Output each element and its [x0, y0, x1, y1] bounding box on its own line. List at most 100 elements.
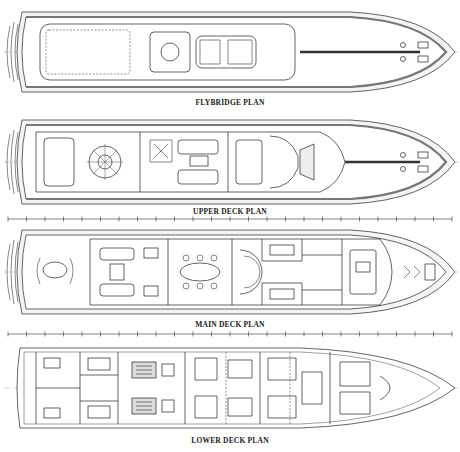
plan-stroke — [36, 375, 118, 401]
lower-deck-plan — [4, 348, 458, 428]
plan-stroke — [17, 12, 455, 92]
ruler-tick — [285, 217, 286, 222]
plan-stroke — [22, 235, 446, 309]
plan-stroke — [88, 358, 110, 370]
ruler-tick — [63, 217, 64, 222]
ruler-tick — [174, 217, 175, 222]
ruler-tick — [396, 217, 397, 222]
plan-stroke — [340, 362, 390, 414]
plan-stroke — [162, 400, 174, 412]
plan-stroke — [211, 283, 217, 289]
ruler-tick — [452, 332, 453, 337]
plan-stroke — [401, 167, 406, 172]
ruler-tick — [304, 332, 305, 337]
plan-stroke — [87, 144, 123, 180]
plan-stroke — [228, 132, 229, 192]
plan-stroke — [418, 56, 428, 62]
plan-stroke — [226, 352, 290, 424]
plan-stroke — [43, 262, 67, 278]
plan-stroke — [44, 358, 60, 368]
plan-stroke — [183, 255, 189, 261]
ruler-tick — [119, 332, 120, 337]
ruler-tick — [230, 217, 231, 222]
ruler-tick — [433, 217, 434, 222]
plan-stroke — [268, 358, 322, 418]
plan-stroke — [350, 250, 376, 294]
ruler-tick — [156, 332, 157, 337]
ruler-tick — [415, 217, 416, 222]
ruler-tick — [322, 217, 323, 222]
plan-stroke — [154, 144, 168, 158]
plan-stroke — [26, 17, 446, 87]
plan-stroke — [7, 240, 18, 304]
plan-stroke — [196, 36, 256, 68]
ruler-tick — [433, 332, 434, 337]
plan-title: FLYBRIDGE PLAN — [196, 99, 265, 107]
plan-stroke — [401, 43, 406, 48]
plan-stroke — [17, 230, 455, 314]
ruler-tick — [396, 332, 397, 337]
ruler-tick — [341, 217, 342, 222]
ruler-tick — [8, 217, 9, 222]
plan-stroke — [425, 264, 435, 280]
ruler-tick — [45, 217, 46, 222]
ruler-tick — [82, 217, 83, 222]
plan-stroke — [162, 364, 174, 376]
plan-stroke — [270, 245, 294, 255]
plan-stroke — [418, 152, 428, 158]
ruler-tick — [285, 332, 286, 337]
ruler-tick — [100, 332, 101, 337]
flybridge-plan — [4, 12, 458, 92]
ruler-tick — [63, 332, 64, 337]
ruler-tick — [137, 217, 138, 222]
plan-stroke — [270, 289, 294, 299]
plan-stroke — [44, 408, 60, 418]
plan-stroke — [270, 136, 298, 188]
plan-stroke — [36, 132, 345, 192]
plan-stroke — [24, 352, 440, 424]
ruler-tick — [230, 332, 231, 337]
ruler-tick — [193, 332, 194, 337]
plan-stroke — [211, 255, 217, 261]
plan-stroke — [17, 348, 455, 428]
ruler-tick — [304, 217, 305, 222]
ruler-tick — [211, 217, 212, 222]
ruler-tick — [156, 217, 157, 222]
plan-stroke — [345, 161, 420, 164]
plan-stroke — [240, 250, 262, 294]
plan-stroke — [197, 255, 203, 261]
plan-stroke — [418, 166, 428, 172]
plan-stroke — [404, 266, 420, 278]
plan-stroke — [236, 140, 262, 184]
plan-stroke — [144, 248, 158, 258]
plan-stroke — [183, 255, 217, 289]
plan-stroke — [200, 40, 252, 64]
plan-stroke — [356, 262, 370, 272]
ruler-tick — [378, 332, 379, 337]
ruler-tick — [248, 217, 249, 222]
plan-stroke — [150, 140, 172, 162]
plan-stroke — [161, 43, 179, 61]
main-deck-plan — [4, 230, 458, 314]
upper-deck-plan — [4, 120, 458, 204]
ruler-tick — [193, 217, 194, 222]
plan-stroke — [183, 283, 189, 289]
plan-stroke — [90, 239, 392, 305]
plan-stroke — [7, 130, 18, 194]
plan-stroke — [150, 32, 190, 72]
ruler-tick — [137, 332, 138, 337]
ruler-tick — [415, 332, 416, 337]
ruler-tick — [452, 217, 453, 222]
ruler-tick — [248, 332, 249, 337]
plan-stroke — [401, 153, 406, 158]
plan-stroke — [418, 42, 428, 48]
plan-stroke — [36, 352, 330, 424]
ruler-tick — [100, 217, 101, 222]
plan-title: LOWER DECK PLAN — [191, 437, 269, 445]
ruler-tick — [26, 217, 27, 222]
ruler-tick — [359, 332, 360, 337]
plan-stroke — [300, 144, 314, 180]
ruler-tick — [174, 332, 175, 337]
ruler-tick — [26, 332, 27, 337]
ruler-tick — [119, 217, 120, 222]
